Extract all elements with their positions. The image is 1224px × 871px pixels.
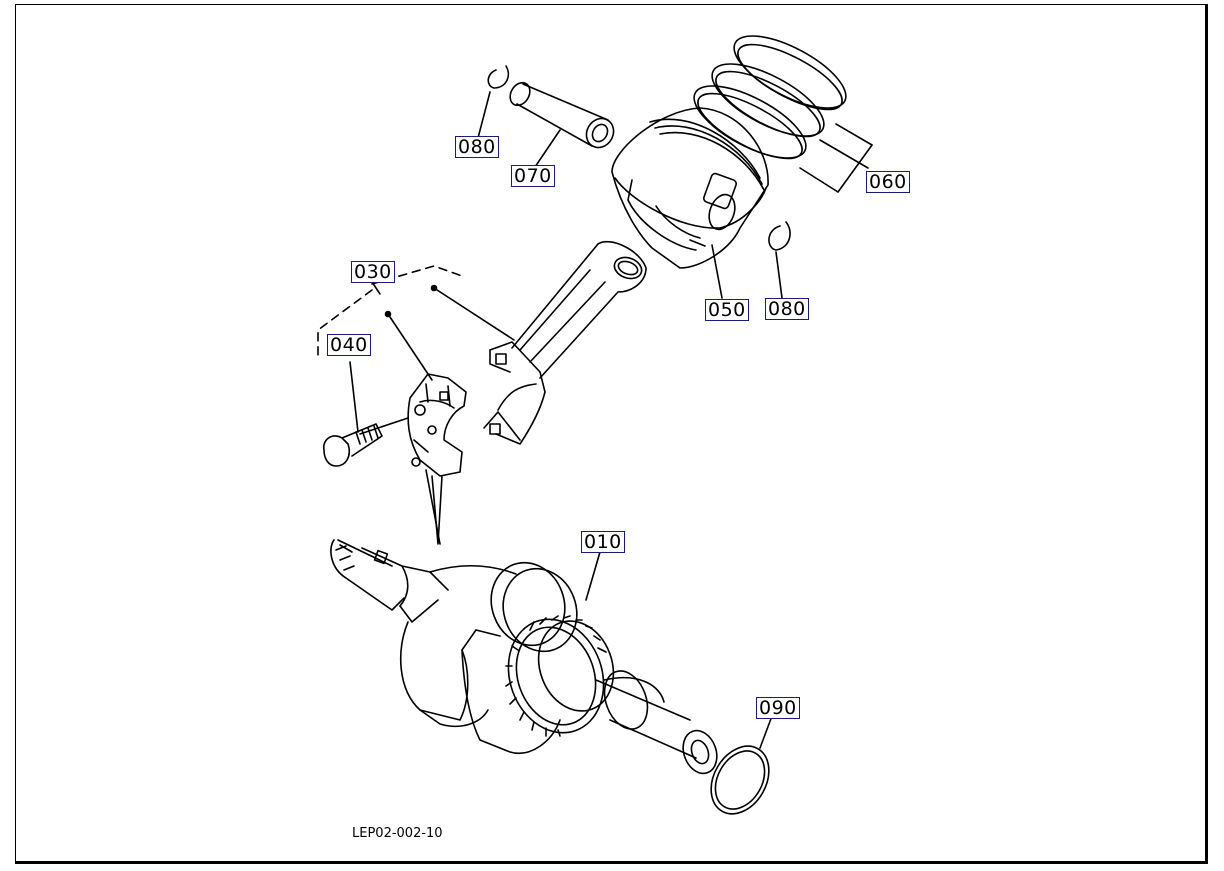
o-ring <box>710 745 770 815</box>
snap-ring-right <box>768 221 791 251</box>
callout-080-top[interactable]: 080 <box>455 136 499 158</box>
crankshaft <box>330 539 718 775</box>
callout-050[interactable]: 050 <box>705 299 749 321</box>
rod-bolt <box>322 423 383 467</box>
piston-pin <box>509 81 615 149</box>
rod-cap <box>407 373 467 477</box>
callout-070[interactable]: 070 <box>511 165 555 187</box>
connecting-rod <box>483 240 647 445</box>
callout-060[interactable]: 060 <box>866 171 910 193</box>
snap-ring-top <box>487 65 510 89</box>
callout-090[interactable]: 090 <box>756 697 800 719</box>
callout-040[interactable]: 040 <box>327 334 371 356</box>
callout-030[interactable]: 030 <box>351 261 395 283</box>
reference-code: LEP02-002-10 <box>352 826 443 841</box>
callout-010[interactable]: 010 <box>581 531 625 553</box>
piston-rings <box>693 35 847 160</box>
callout-080-right[interactable]: 080 <box>765 298 809 320</box>
piston <box>611 107 769 269</box>
